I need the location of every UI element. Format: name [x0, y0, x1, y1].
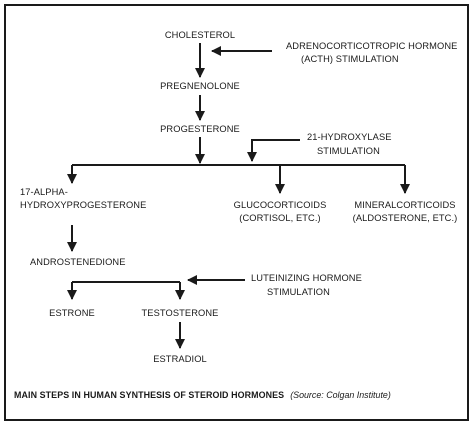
stimulus-acth-line1: ADRENOCORTICOTROPIC HORMONE: [286, 41, 458, 51]
node-estrone: ESTRONE: [49, 308, 95, 318]
node-cholesterol: CHOLESTEROL: [164, 30, 236, 40]
node-pregnenolone: PREGNENOLONE: [160, 81, 240, 91]
node-hydroxyprogesterone-line2: HYDROXYPROGESTERONE: [20, 200, 147, 210]
node-androstenedione: ANDROSTENEDIONE: [30, 257, 126, 267]
arrow-hydroxylase-stimulation: [247, 139, 300, 162]
node-hydroxyprogesterone-line1: 17-ALPHA-: [20, 187, 68, 197]
diagram-frame: [4, 4, 469, 421]
stimulus-hydroxylase-line2: STIMULATION: [317, 146, 380, 156]
node-estradiol: ESTRADIOL: [153, 354, 207, 364]
stimulus-hydroxylase-line1: 21-HYDROXYLASE: [307, 132, 392, 142]
stimulus-lh-line2: STIMULATION: [267, 287, 330, 297]
node-progesterone: PROGESTERONE: [160, 124, 240, 134]
caption-title: MAIN STEPS IN HUMAN SYNTHESIS OF STEROID…: [14, 390, 285, 400]
stimulus-lh-line1: LUTEINIZING HORMONE: [251, 273, 362, 283]
stimulus-acth-line2: (ACTH) STIMULATION: [301, 54, 399, 64]
diagram-caption: MAIN STEPS IN HUMAN SYNTHESIS OF STEROID…: [14, 390, 391, 400]
node-mineralcorticoids-line2: (ALDOSTERONE, ETC.): [352, 213, 458, 223]
node-testosterone: TESTOSTERONE: [141, 308, 219, 318]
caption-source: (Source: Colgan Institute): [290, 390, 391, 400]
node-glucocorticoids-line2: (CORTISOL, ETC.): [239, 213, 321, 223]
node-glucocorticoids-line1: GLUCOCORTICOIDS: [233, 200, 327, 210]
node-mineralcorticoids-line1: MINERALCORTICOIDS: [354, 200, 456, 210]
